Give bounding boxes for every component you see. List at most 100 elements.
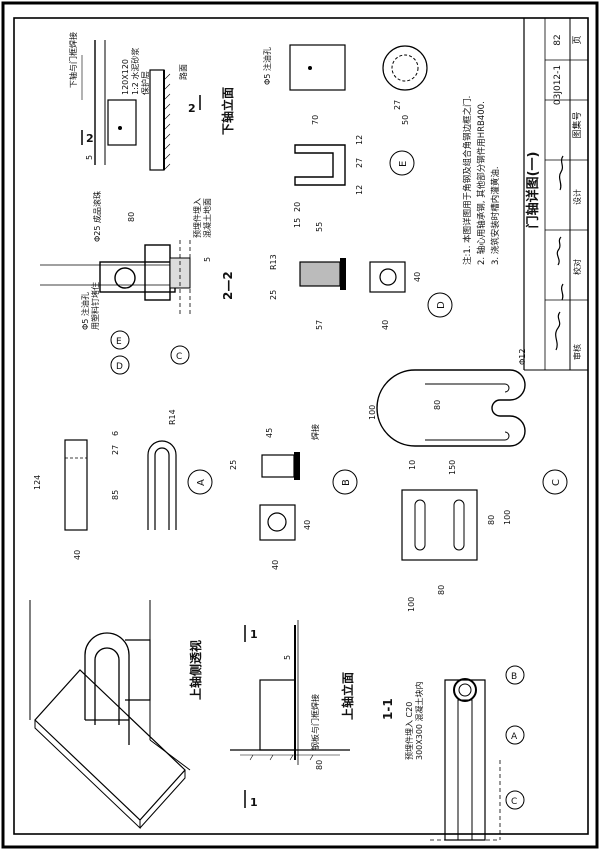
- design-signature: [558, 155, 564, 191]
- detail-B: 45 25 40 40 焊接 B: [229, 424, 358, 570]
- detailB-dim-40b: 40: [271, 560, 280, 570]
- lower-dim-5: 5: [85, 155, 94, 160]
- detail-C: Φ12 100 80 150 10 80 100 80 100 C: [368, 349, 568, 612]
- upper-dim-80: 80: [315, 760, 324, 770]
- lower-ground-note: 路面: [178, 64, 188, 80]
- upper-axis-perspective: 上轴侧透视: [29, 600, 203, 830]
- detailE-dim-27b: 27: [355, 158, 364, 168]
- detail-D: R13 25 57 40 40 D: [269, 254, 453, 330]
- section22-embed-note-2: 混凝土地面: [202, 198, 212, 238]
- detailE-hole: Φ5 注油孔: [262, 47, 272, 85]
- lower-weld-note: 下轴与门框焊接: [68, 32, 78, 88]
- detail-A: 124 85 27 6 40 R14 A: [33, 409, 213, 560]
- detailC-dim-80: 80: [433, 400, 442, 410]
- detailA-dim-124: 124: [33, 475, 42, 490]
- lower-axis-elevation: 2 2 5 下轴与门框焊接 120X120 1:2 水泥砂浆 保护层 路面 下轴…: [68, 32, 235, 171]
- upper-section-no-2: 1: [250, 796, 258, 809]
- section11-embed-1: 预埋件埋入 C20: [404, 702, 414, 760]
- section22-hole-note-1: Φ5 注油孔: [80, 292, 90, 330]
- notes-block: 注:1. 本图详图用于角钢及组合角钢边框之门. 2. 轴心用轴承钢, 其他部分钢…: [462, 96, 501, 265]
- check-signature: [556, 236, 562, 266]
- detailB-mark: B: [341, 479, 352, 486]
- upper-axis-elevation: 1 1 钢板与门框焊接 80 5 上轴立面: [230, 620, 355, 809]
- detailE-dim-20: 20: [293, 202, 302, 212]
- detailB-dim-45: 45: [265, 428, 274, 438]
- upper-weld-note: 钢板与门框焊接: [310, 694, 320, 750]
- detailC-dim-100b: 100: [503, 510, 512, 525]
- sheet-title: 门轴详图(一): [525, 152, 541, 229]
- perspective-title: 上轴侧透视: [188, 640, 203, 700]
- section22-embed-note-1: 预埋件埋入: [192, 198, 202, 238]
- lower-block-note-2: 1:2 水泥砂浆: [130, 48, 140, 95]
- detailC-dim-80c: 80: [437, 585, 446, 595]
- design-label: 设计: [572, 189, 582, 205]
- upper-dim-5: 5: [283, 655, 292, 660]
- detailE-dim-12b: 12: [355, 185, 364, 195]
- detailA-mark: A: [196, 479, 207, 486]
- section22-marker-E: E: [116, 337, 122, 347]
- detailD-mark: D: [436, 301, 447, 309]
- detailE-dim-12a: 12: [355, 135, 364, 145]
- detailD-dim-40b: 40: [381, 320, 390, 330]
- section11-embed-2: 300X300 混凝土块内: [414, 681, 424, 760]
- detailE-dim-50: 50: [401, 115, 410, 125]
- detailC-d12: Φ12: [518, 349, 527, 365]
- detailB-dim-25: 25: [229, 460, 238, 470]
- detailE-dim-70: 70: [311, 115, 320, 125]
- detailC-dim-100c: 100: [407, 597, 416, 612]
- detailA-dim-6: 6: [111, 431, 120, 436]
- lower-block-note-3: 保护层: [140, 71, 150, 95]
- detailE-dim-55: 55: [315, 222, 324, 232]
- detailB-dim-40: 40: [303, 520, 312, 530]
- lower-elevation-title: 下轴立面: [220, 87, 235, 135]
- atlas-label: 图集号: [571, 111, 583, 138]
- review-signature: [555, 283, 564, 351]
- section-2-2: Φ5 注油孔 用塑料钉堵住 Φ25 成品滚珠 预埋件埋入 混凝土地面 80 5 …: [40, 191, 235, 375]
- section22-dim-5: 5: [203, 257, 212, 262]
- lower-section-no: 2: [86, 132, 94, 145]
- detailA-r14: R14: [168, 409, 177, 425]
- detailD-dim-57: 57: [315, 320, 324, 330]
- detailC-dim-10: 10: [408, 460, 417, 470]
- section11-marker-B: B: [511, 672, 517, 682]
- detail-E: Φ5 注油孔 70 27 50 12 27 12 20 15 55 E: [262, 44, 428, 232]
- note-line-1: 注:1. 本图详图用于角钢及组合角钢边框之门.: [462, 96, 473, 265]
- detailD-r13: R13: [269, 254, 278, 270]
- note-line-2: 2. 轴心用轴承钢, 其他部分钢件用HRB400.: [476, 101, 487, 265]
- lower-block-note-1: 120X120: [121, 59, 130, 95]
- review-label: 审核: [572, 344, 582, 360]
- page-label: 页: [572, 35, 583, 44]
- detailD-dim-40: 40: [413, 272, 422, 282]
- detailA-dim-85: 85: [111, 490, 120, 500]
- lower-section-no-2: 2: [188, 102, 196, 115]
- atlas-number: 03J012-1: [553, 65, 563, 105]
- section22-ball-note: Φ25 成品滚珠: [92, 191, 102, 242]
- section11-title: 1-1: [381, 698, 395, 720]
- inner-frame: [13, 17, 589, 835]
- section11-marker-A: A: [511, 732, 518, 742]
- detailC-dim-150: 150: [448, 460, 457, 475]
- section22-marker-C: C: [176, 352, 182, 362]
- upper-section-no: 1: [250, 628, 258, 641]
- note-line-3: 3. 浇筑安装时槽内灌黄油.: [490, 166, 501, 265]
- detailC-dim-100: 100: [368, 405, 377, 420]
- detailE-mark: E: [398, 161, 409, 167]
- check-label: 校对: [572, 259, 582, 275]
- upper-elevation-title: 上轴立面: [340, 672, 355, 720]
- section22-hole-note-2: 用塑料钉堵住: [90, 282, 100, 330]
- detailD-dim-25: 25: [269, 290, 278, 300]
- section22-title: 2—2: [221, 271, 235, 300]
- detailA-dim-40: 40: [73, 550, 82, 560]
- detailC-mark: C: [551, 479, 562, 486]
- section22-dim-80: 80: [127, 212, 136, 222]
- section11-marker-C: C: [511, 797, 517, 807]
- detailB-weld-note: 焊接: [310, 424, 320, 440]
- detailE-dim-27: 27: [393, 100, 402, 110]
- detailE-dim-15: 15: [293, 218, 302, 228]
- section-1-1: 预埋件埋入 C20 300X300 混凝土块内 1-1 B A C: [381, 665, 525, 841]
- title-block: 门轴详图(一) 图集号 03J012-1 页 82 审核 校对 设计: [523, 18, 588, 371]
- section22-marker-D: D: [116, 362, 123, 372]
- page-number: 82: [553, 34, 563, 45]
